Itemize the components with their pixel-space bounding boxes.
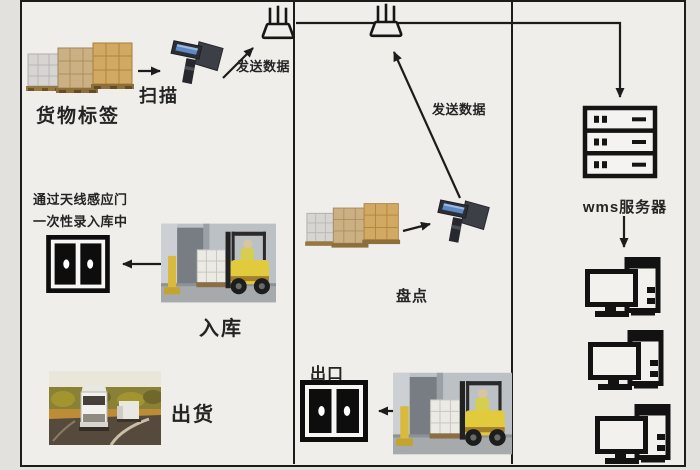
rfid-scanner-icon-2 bbox=[435, 193, 494, 245]
wifi-router-icon-1 bbox=[256, 2, 300, 42]
send-data-label-2: 发送数据 bbox=[432, 102, 487, 117]
wifi-router-icon-2 bbox=[364, 0, 408, 40]
inbound-door-icon bbox=[46, 235, 110, 293]
rfid-scanner-icon-1 bbox=[167, 34, 229, 86]
inbound-label: 入库 bbox=[199, 318, 243, 340]
antenna-note-line1: 通过天线感应门 bbox=[33, 192, 128, 207]
workstation-icon-3 bbox=[595, 404, 673, 466]
column-divider-1 bbox=[293, 2, 295, 464]
column-divider-2 bbox=[511, 2, 513, 464]
cargo-pallets-image-2 bbox=[305, 201, 402, 252]
wms-server-label: wms服务器 bbox=[582, 199, 668, 216]
workstation-icon-2 bbox=[588, 330, 666, 392]
exit-label: 出口 bbox=[310, 366, 345, 383]
exit-door-icon bbox=[300, 380, 368, 442]
pallet-stack-tan bbox=[56, 47, 98, 93]
pallet-stack-gold bbox=[91, 42, 134, 89]
truck-photo-outbound bbox=[49, 371, 163, 446]
workstation-icon-1 bbox=[585, 257, 663, 319]
cargo-pallets-image-1 bbox=[26, 40, 136, 98]
scan-label: 扫描 bbox=[139, 86, 179, 106]
ship-label: 出货 bbox=[171, 404, 215, 426]
pallet-stack-gray bbox=[26, 53, 63, 91]
stocktake-label: 盘点 bbox=[396, 288, 429, 305]
cargo-tags-label: 货物标签 bbox=[36, 106, 121, 127]
wms-server-icon bbox=[582, 105, 658, 179]
forklift-photo-exit bbox=[393, 371, 512, 456]
antenna-note-line2: 一次性录入库中 bbox=[33, 214, 128, 229]
forklift-photo-inbound bbox=[161, 223, 276, 303]
send-data-label-1: 发送数据 bbox=[236, 59, 291, 74]
